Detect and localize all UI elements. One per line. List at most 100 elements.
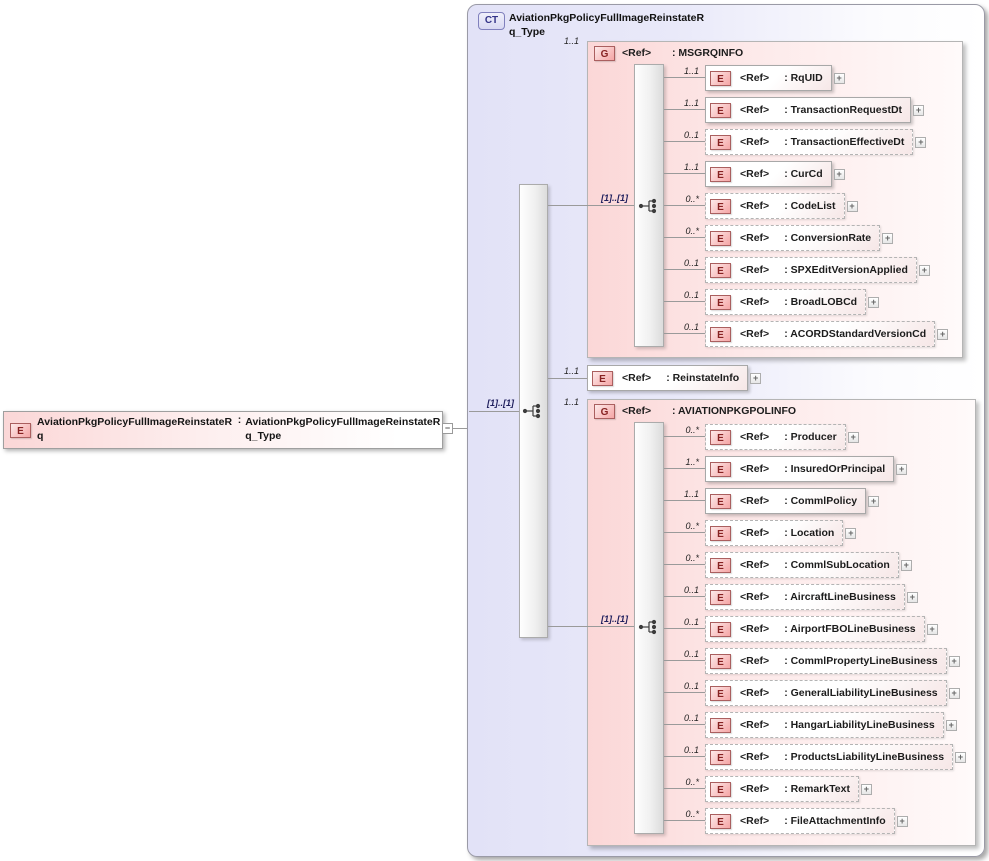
element-box[interactable]: E<Ref>: Location <box>705 520 844 546</box>
cardinality-label: 1..1 <box>683 66 699 76</box>
expand-icon[interactable]: + <box>926 623 938 635</box>
expand-icon[interactable]: + <box>955 751 967 763</box>
element-box[interactable]: E<Ref>: AircraftLineBusiness <box>705 584 905 610</box>
cardinality-label: 1..1 <box>683 162 699 172</box>
connector-line <box>664 724 705 725</box>
ref-label: <Ref> <box>740 168 770 180</box>
expand-icon[interactable]: + <box>948 687 960 699</box>
cardinality-label: 1..1 <box>563 397 579 407</box>
element-badge: E <box>710 262 731 278</box>
expand-icon[interactable]: + <box>918 264 930 276</box>
ref-label: <Ref> <box>740 328 770 340</box>
cardinality-label: 0..* <box>685 521 699 531</box>
element-name: : ConversionRate <box>784 232 872 244</box>
element-box[interactable]: E<Ref>: RqUID <box>705 65 832 91</box>
cardinality-label: 0..1 <box>683 649 699 659</box>
ref-label: <Ref> <box>740 495 770 507</box>
expand-icon[interactable]: + <box>868 495 880 507</box>
expand-icon[interactable]: + <box>945 719 957 731</box>
ref-label: <Ref> <box>622 405 652 417</box>
expand-icon[interactable]: + <box>896 463 908 475</box>
element-name: : AirportFBOLineBusiness <box>784 623 916 635</box>
element-badge: E <box>592 370 613 386</box>
connector-line <box>664 660 705 661</box>
element-badge: E <box>710 589 731 605</box>
element-wrapper: E<Ref>: TransactionRequestDt+ <box>705 97 925 123</box>
expand-icon[interactable]: + <box>750 372 762 384</box>
element-box[interactable]: E<Ref>: GeneralLiabilityLineBusiness <box>705 680 947 706</box>
cardinality-label: 0..1 <box>683 617 699 627</box>
cardinality-label: 1..1 <box>563 366 579 376</box>
cardinality-label: [1]..[1] <box>487 398 514 408</box>
element-badge: E <box>710 525 731 541</box>
element-wrapper: E<Ref>: SPXEditVersionApplied+ <box>705 257 930 283</box>
expand-icon[interactable]: + <box>860 783 872 795</box>
element-box[interactable]: E<Ref>: CommlPolicy <box>705 488 867 514</box>
element-badge: E <box>710 717 731 733</box>
expand-icon[interactable]: + <box>896 815 908 827</box>
element-box[interactable]: E<Ref>: ReinstateInfo <box>587 365 749 391</box>
element-row: 0..1 E<Ref>: ACORDStandardVersionCd+ <box>588 321 962 347</box>
cardinality-label: 0..1 <box>683 322 699 332</box>
element-name: : CurCd <box>784 168 823 180</box>
expand-icon[interactable]: + <box>915 136 927 148</box>
element-box[interactable]: E<Ref>: AirportFBOLineBusiness <box>705 616 925 642</box>
element-row: 1..*E<Ref>: InsuredOrPrincipal+ <box>588 456 975 482</box>
element-box[interactable]: E<Ref>: InsuredOrPrincipal <box>705 456 895 482</box>
element-row: 0..*E<Ref>: ConversionRate+ <box>588 225 962 251</box>
element-box[interactable]: E<Ref>: FileAttachmentInfo <box>705 808 895 834</box>
element-wrapper: E<Ref>: ProductsLiabilityLineBusiness+ <box>705 744 967 770</box>
element-box[interactable]: E<Ref>: CodeList <box>705 193 845 219</box>
element-name: : ReinstateInfo <box>666 372 740 384</box>
element-box[interactable]: E<Ref>: ConversionRate <box>705 225 881 251</box>
group-header: G<Ref>: AVIATIONPKGPOLINFO <box>588 400 975 422</box>
element-box[interactable]: E<Ref>: TransactionRequestDt <box>705 97 912 123</box>
ref-label: <Ref> <box>740 815 770 827</box>
group-name: : MSGRQINFO <box>672 47 744 59</box>
element-badge: E <box>710 461 731 477</box>
expand-icon[interactable]: + <box>833 168 845 180</box>
expand-icon[interactable]: + <box>846 200 858 212</box>
element-box[interactable]: E<Ref>: TransactionEffectiveDt <box>705 129 914 155</box>
root-element-box[interactable]: E AviationPkgPolicyFullImageReinstateRq … <box>3 411 443 449</box>
expand-icon[interactable]: + <box>868 296 880 308</box>
group-box[interactable]: G<Ref>: AVIATIONPKGPOLINFO 0..*E<Ref>: P… <box>587 399 976 846</box>
ref-label: <Ref> <box>740 751 770 763</box>
expand-icon[interactable]: + <box>833 72 845 84</box>
element-name: : ProductsLiabilityLineBusiness <box>784 751 945 763</box>
ref-label: <Ref> <box>740 687 770 699</box>
expand-icon[interactable]: + <box>913 104 925 116</box>
element-box[interactable]: E<Ref>: HangarLiabilityLineBusiness <box>705 712 944 738</box>
element-name: : TransactionEffectiveDt <box>784 136 905 148</box>
connector-line <box>664 77 705 78</box>
element-box[interactable]: E<Ref>: Producer <box>705 424 846 450</box>
element-name: : CommlSubLocation <box>784 559 890 571</box>
expand-icon[interactable]: + <box>900 559 912 571</box>
expand-icon[interactable]: + <box>906 591 918 603</box>
cardinality-label: 1..1 <box>683 98 699 108</box>
element-badge: E <box>710 102 731 118</box>
connector-line <box>664 109 705 110</box>
element-name: : CodeList <box>784 200 836 212</box>
element-box[interactable]: E<Ref>: BroadLOBCd <box>705 289 867 315</box>
expand-icon[interactable]: + <box>937 328 949 340</box>
element-box[interactable]: E<Ref>: CommlPropertyLineBusiness <box>705 648 947 674</box>
expand-icon[interactable]: + <box>882 232 894 244</box>
element-row: 0..*E<Ref>: Producer+ <box>588 424 975 450</box>
element-box[interactable]: E<Ref>: RemarkText <box>705 776 859 802</box>
element-box[interactable]: E<Ref>: CommlSubLocation <box>705 552 899 578</box>
sequence-icon <box>638 619 657 635</box>
element-wrapper: E<Ref>: CommlPolicy+ <box>705 488 880 514</box>
element-box[interactable]: E<Ref>: ACORDStandardVersionCd <box>705 321 936 347</box>
expand-icon[interactable]: + <box>845 527 857 539</box>
element-box[interactable]: E<Ref>: CurCd <box>705 161 832 187</box>
expand-icon[interactable]: + <box>948 655 960 667</box>
connector-line <box>664 173 705 174</box>
ref-label: <Ref> <box>622 47 652 59</box>
element-box[interactable]: E<Ref>: ProductsLiabilityLineBusiness <box>705 744 954 770</box>
element-box[interactable]: E<Ref>: SPXEditVersionApplied <box>705 257 917 283</box>
expand-icon[interactable]: + <box>847 431 859 443</box>
collapse-icon[interactable]: − <box>442 423 453 434</box>
